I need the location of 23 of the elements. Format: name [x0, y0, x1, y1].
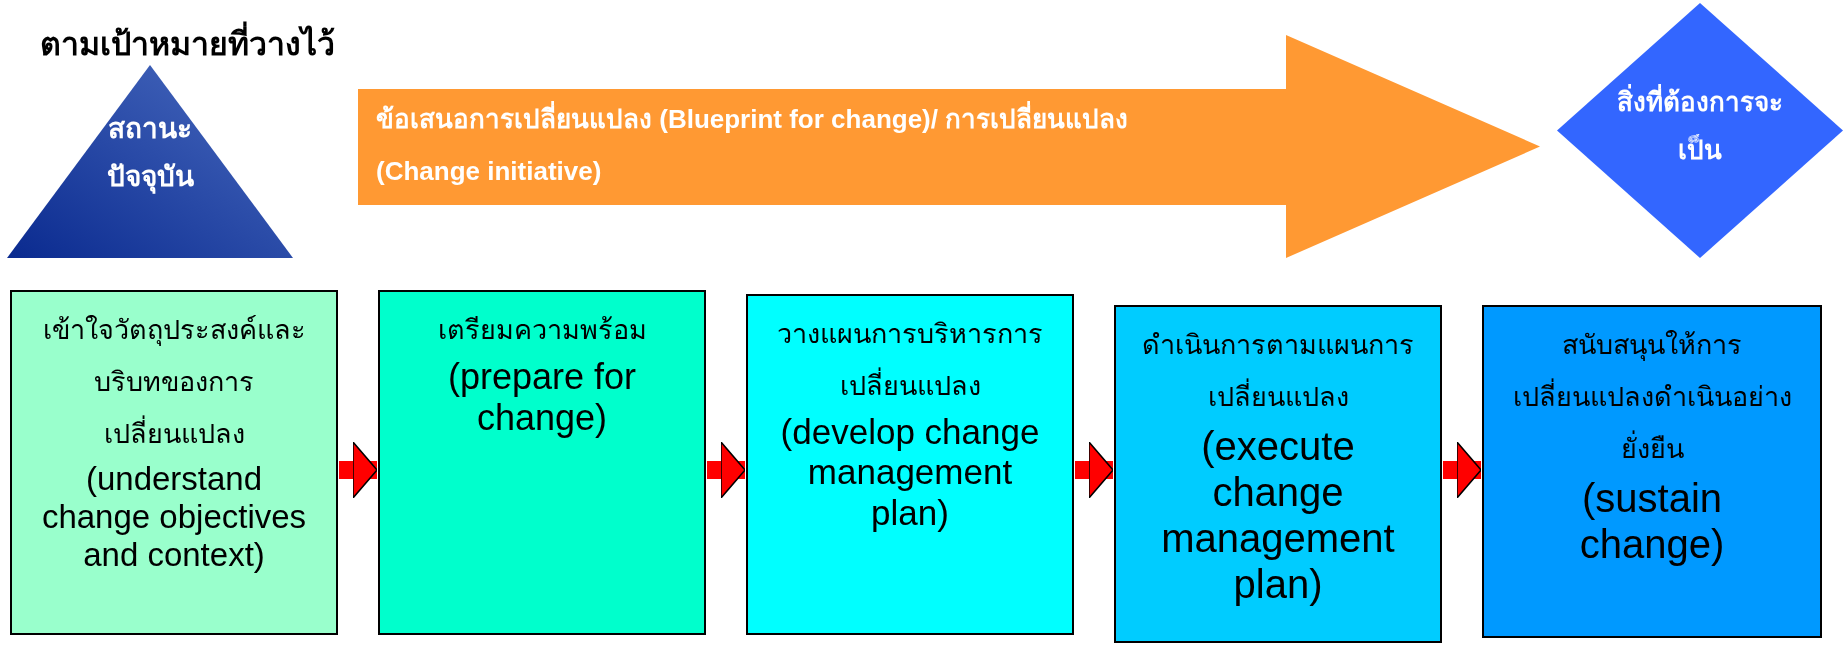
english-text: (prepare for change)	[446, 356, 638, 439]
shape-label: สิ่งที่ต้องการจะเป็น	[1597, 78, 1803, 174]
thai-heading: วางแผนการบริหารการเปลี่ยนแปลง	[776, 317, 1044, 403]
process-box	[10, 290, 338, 635]
process-box	[1482, 305, 1822, 638]
arrow	[1075, 441, 1114, 499]
english-text: (develop change management plan)	[779, 412, 1041, 533]
thai-heading: เตรียมความพร้อม	[437, 313, 647, 347]
thai-heading: เข้าใจวัตถุประสงค์และบริบทของการเปลี่ยนแปลง	[41, 313, 307, 451]
arrow-label: ข้อเสนอการเปลี่ยนแปลง (Blueprint for change)/ การเปลี่ยนแปลง (Change initiative)	[376, 93, 1236, 197]
english-text: (sustain change)	[1578, 475, 1726, 567]
english-text: (understand change objectives and context)	[40, 460, 308, 574]
arrow	[339, 441, 378, 499]
thai-heading: ดำเนินการตามแผนการเปลี่ยนแปลง	[1141, 328, 1415, 414]
arrow	[1443, 441, 1482, 499]
thai-heading: สนับสนุนให้การเปลี่ยนแปลงดำเนินอย่างยั่งยืน	[1511, 328, 1793, 466]
arrow	[707, 441, 746, 499]
heading-text: ตามเป้าหมายที่วางไว้	[40, 22, 335, 66]
shape-label: สถานะปัจจุบัน	[105, 111, 195, 196]
process-box	[1114, 305, 1442, 643]
english-text: (execute change management plan)	[1160, 423, 1396, 607]
process-box	[378, 290, 706, 635]
process-box	[746, 294, 1074, 635]
